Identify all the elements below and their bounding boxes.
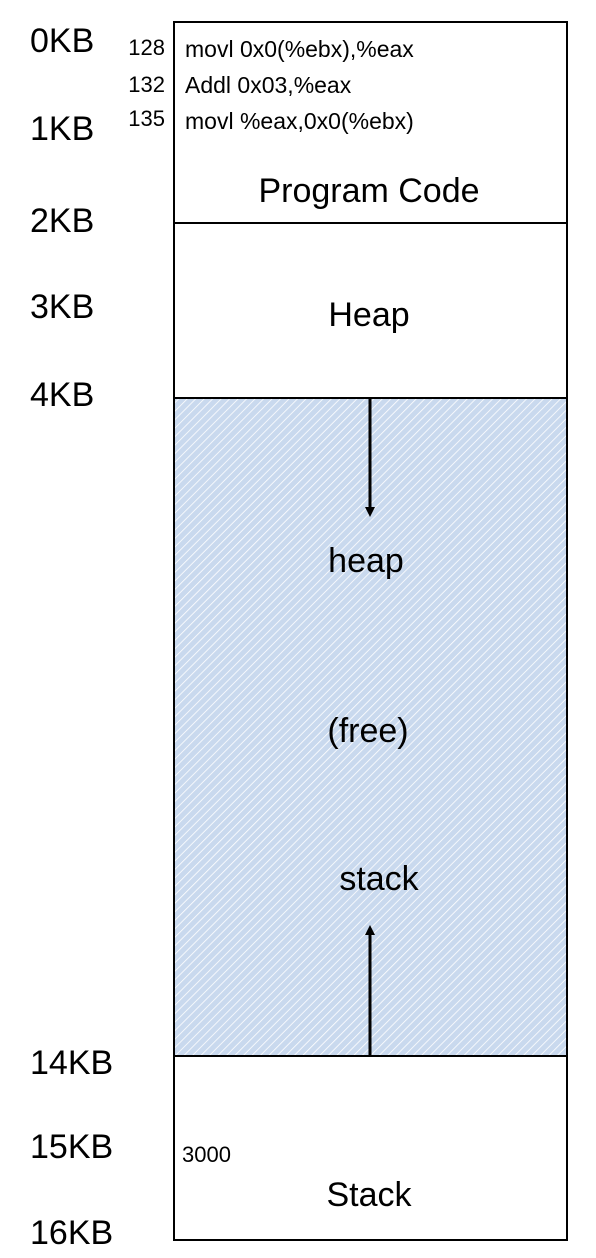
instruction-offset-135: 135 [128,106,165,131]
address-label-14kb: 14KB [30,1044,113,1082]
address-label-3kb: 3KB [30,288,94,326]
free-label: (free) [327,712,408,750]
address-label-0kb: 0KB [30,22,94,60]
instruction-text-2: Addl 0x03,%eax [185,72,352,98]
instruction-text-1: movl 0x0(%ebx),%eax [185,36,414,62]
free-stack-label: stack [339,860,419,898]
program-code-segment [173,21,568,224]
instruction-offset-128: 128 [128,35,165,60]
instruction-offset-132: 132 [128,72,165,97]
stack-value: 3000 [182,1142,231,1167]
address-label-1kb: 1KB [30,110,94,148]
address-label-2kb: 2KB [30,202,94,240]
address-label-4kb: 4KB [30,376,94,414]
stack-segment [173,1055,568,1241]
free-heap-label: heap [328,542,404,580]
stack-title: Stack [326,1176,412,1214]
address-label-15kb: 15KB [30,1128,113,1166]
heap-segment [173,222,568,399]
address-label-16kb: 16KB [30,1214,113,1252]
instruction-text-3: movl %eax,0x0(%ebx) [185,108,414,134]
program-code-title: Program Code [258,172,479,210]
heap-title: Heap [328,296,409,334]
